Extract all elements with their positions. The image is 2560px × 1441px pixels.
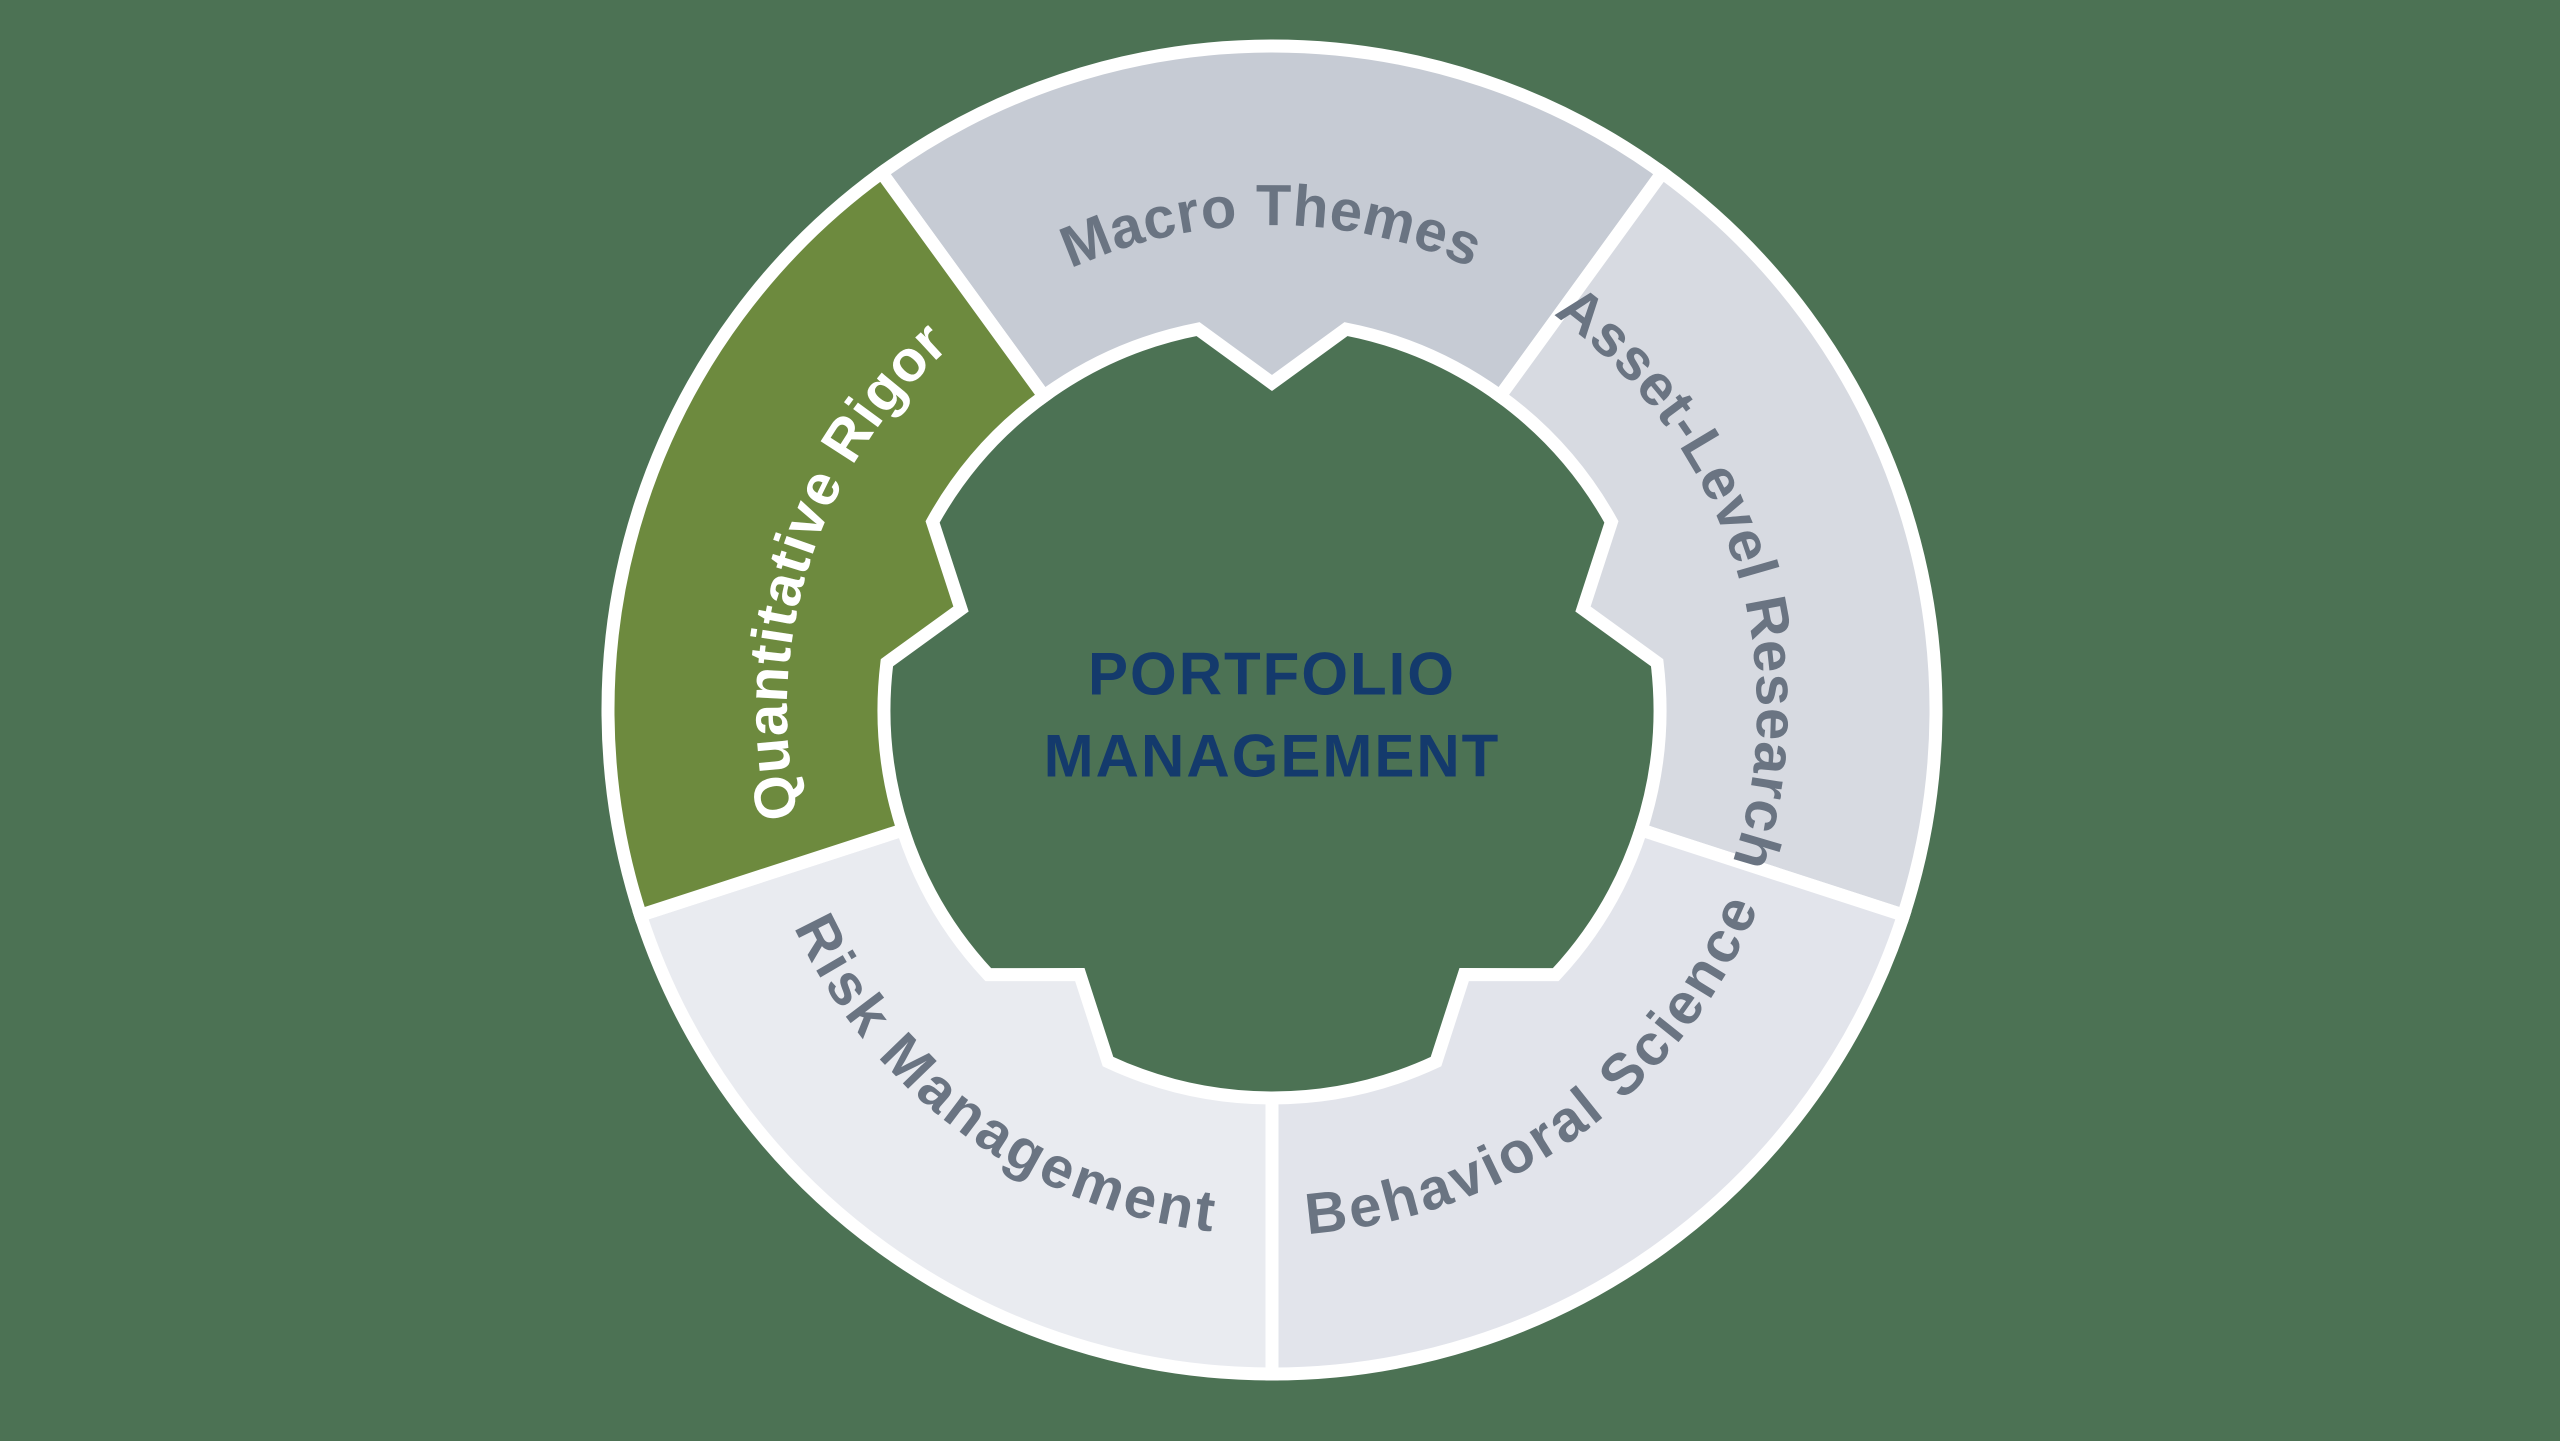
segment-macro-themes xyxy=(872,39,1672,406)
segment-shape-quantitative-rigor xyxy=(601,163,1053,924)
center-label: PORTFOLIO MANAGEMENT xyxy=(1044,641,1501,790)
segment-risk-management xyxy=(632,821,1279,1381)
segment-shape-asset-level-research xyxy=(1491,163,1943,924)
segment-shape-behavioral-science xyxy=(1265,821,1912,1381)
center-title-line1: PORTFOLIO xyxy=(1088,641,1456,708)
segment-shape-macro-themes xyxy=(872,39,1672,406)
segment-behavioral-science xyxy=(1265,821,1912,1381)
segment-asset-level-research xyxy=(1491,163,1943,924)
segment-shape-risk-management xyxy=(632,821,1279,1381)
wheel-segments xyxy=(601,39,1943,1381)
segment-quantitative-rigor xyxy=(601,163,1053,924)
center-title-line2: MANAGEMENT xyxy=(1044,723,1501,790)
